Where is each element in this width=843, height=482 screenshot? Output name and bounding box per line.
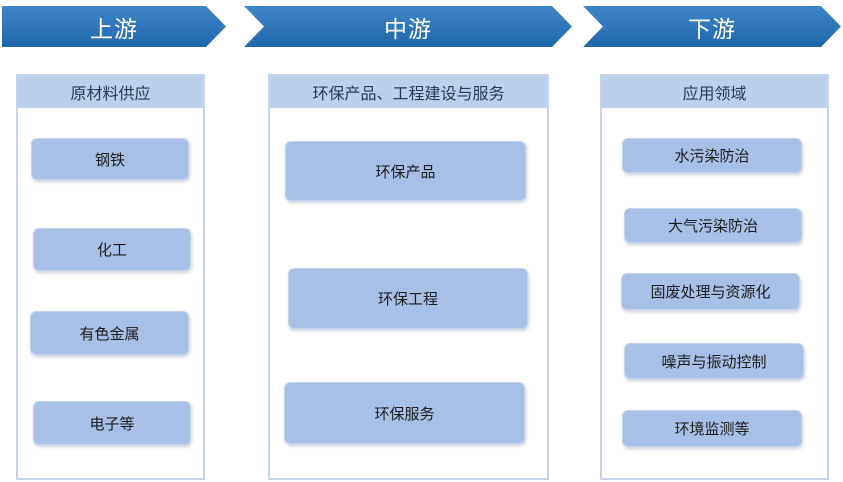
upstream-item-nonferrous-metals: 有色金属	[30, 311, 189, 355]
midstream-header: 环保产品、工程建设与服务	[270, 76, 547, 108]
upstream-item-chemical: 化工	[33, 228, 191, 271]
midstream-item-services: 环保服务	[284, 382, 525, 444]
midstream-item-products: 环保产品	[285, 141, 526, 201]
upstream-header: 原材料供应	[18, 76, 203, 108]
midstream-item-engineering: 环保工程	[288, 268, 528, 329]
downstream-item-noise-vibration: 噪声与振动控制	[624, 343, 804, 379]
stage-arrow-downstream: 下游	[583, 6, 841, 47]
stage-label-downstream: 下游	[688, 16, 736, 43]
stage-arrow-upstream: 上游	[2, 6, 226, 47]
downstream-header: 应用领域	[602, 76, 827, 108]
upstream-panel: 原材料供应 钢铁 化工 有色金属 电子等	[16, 74, 205, 480]
downstream-item-air-pollution: 大气污染防治	[624, 208, 802, 243]
upstream-item-steel: 钢铁	[31, 138, 189, 180]
downstream-item-environmental-monitoring: 环境监测等	[622, 410, 802, 447]
downstream-item-solid-waste: 固废处理与资源化	[621, 273, 800, 310]
stage-arrow-midstream: 中游	[244, 6, 572, 47]
downstream-panel: 应用领域 水污染防治 大气污染防治 固废处理与资源化 噪声与振动控制 环境监测等	[600, 74, 829, 480]
stage-label-midstream: 中游	[384, 16, 432, 43]
upstream-item-electronics: 电子等	[33, 401, 191, 445]
stage-label-upstream: 上游	[90, 16, 138, 43]
downstream-item-water-pollution: 水污染防治	[622, 138, 802, 173]
midstream-panel: 环保产品、工程建设与服务 环保产品 环保工程 环保服务	[268, 74, 549, 480]
